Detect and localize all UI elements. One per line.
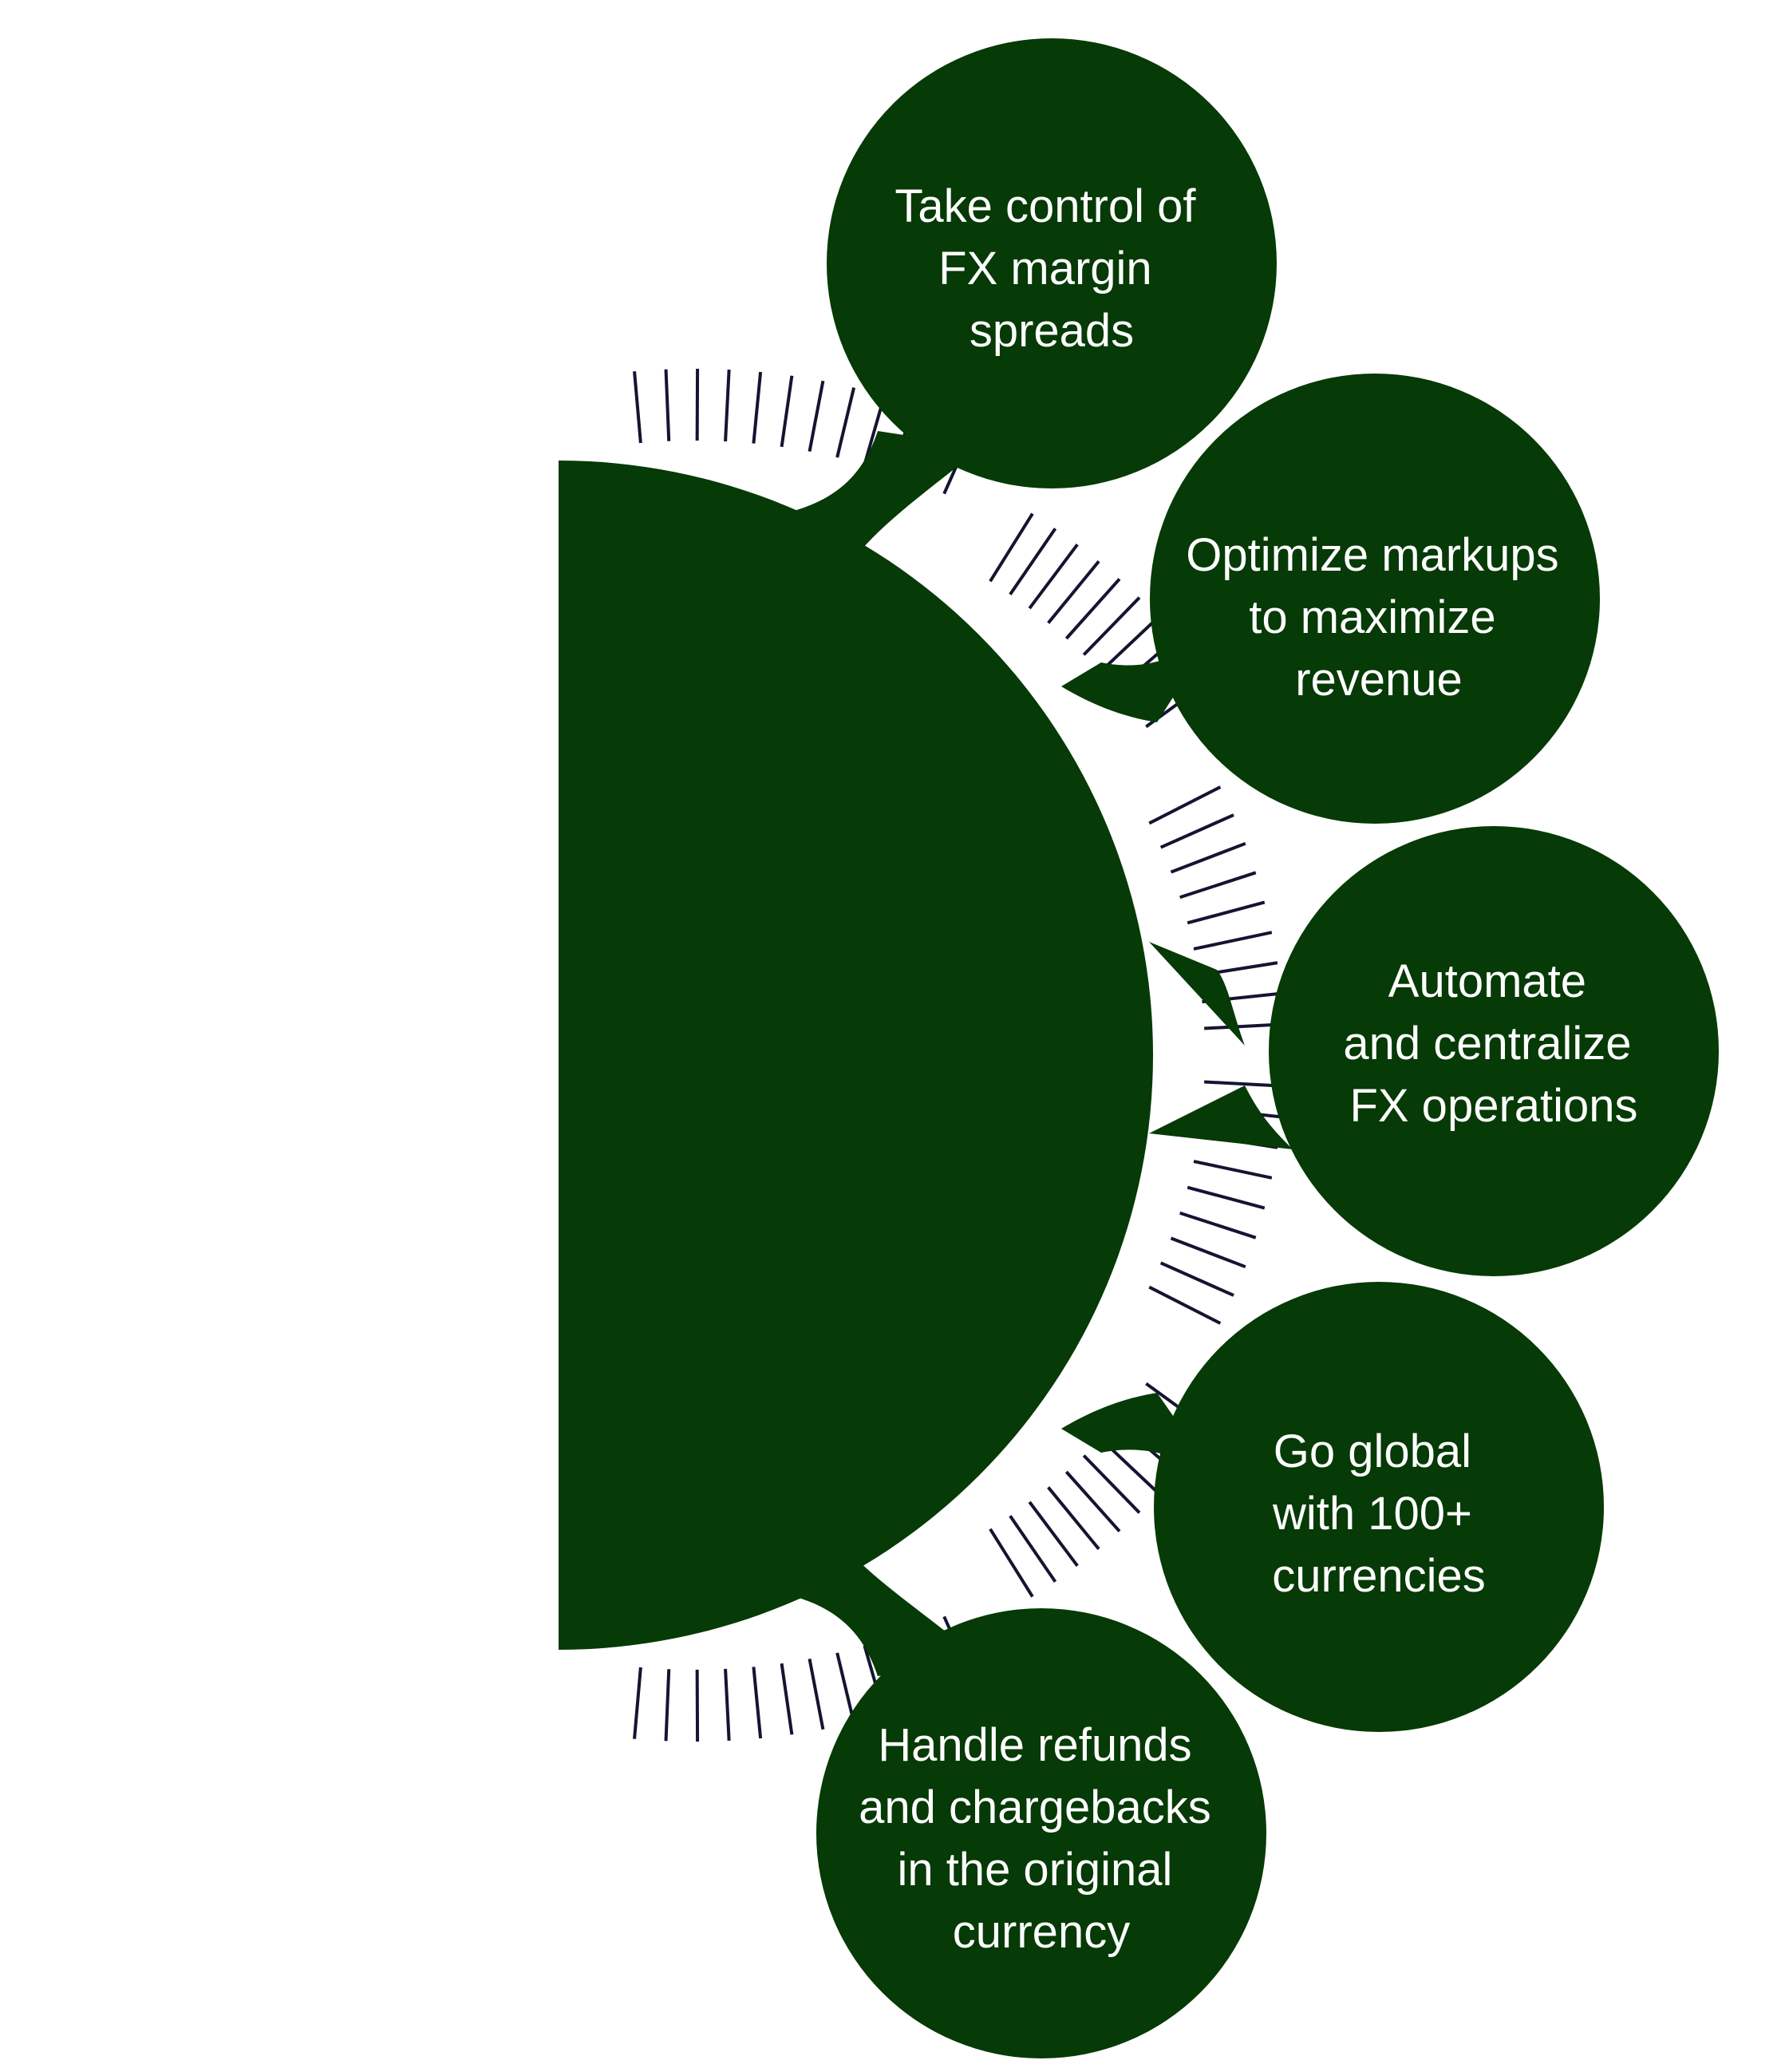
hatch-mark	[1028, 543, 1079, 610]
hatch-mark	[1148, 785, 1222, 825]
green-shapes	[559, 38, 1719, 2058]
hatch-mark	[1028, 1501, 1079, 1568]
hatch-mark	[1179, 871, 1257, 900]
hatch-mark	[752, 1667, 763, 1739]
central-hub	[559, 461, 1153, 1650]
bubble-labels: Take control of FX margin spreads Optimi…	[859, 180, 1644, 1958]
connector-fx-margin	[750, 431, 981, 559]
hatch-mark	[1159, 813, 1234, 849]
hatch-mark	[724, 1668, 731, 1741]
hatch-mark	[1099, 615, 1160, 674]
bubble-global	[1154, 1282, 1604, 1732]
label-automate: Automate and centralize FX operations	[1343, 955, 1644, 1132]
hatch-mark	[1187, 900, 1266, 925]
hatch-mark	[1170, 1236, 1246, 1269]
label-refunds: Handle refunds and chargebacks in the or…	[859, 1719, 1224, 1958]
hatch-mark	[989, 512, 1034, 583]
hatch-mark	[1187, 1185, 1266, 1210]
hatch-mark	[1082, 1454, 1141, 1514]
connector-automate-lower	[1149, 1085, 1293, 1149]
connector-automate	[1149, 942, 1245, 1046]
label-global: Go global with 100+ currencies	[1272, 1425, 1486, 1602]
hatch-mark	[1159, 1261, 1234, 1297]
hatch-mark	[989, 1528, 1034, 1598]
hatch-mark	[1193, 931, 1273, 951]
connector-global	[1061, 1393, 1221, 1485]
hatch-mark	[1009, 1515, 1057, 1583]
hatch-mark	[664, 369, 671, 441]
hatch-mark	[664, 1669, 671, 1742]
hatch-marks	[633, 369, 1285, 1742]
hatch-mark	[1179, 1211, 1257, 1240]
hatch-mark	[808, 1658, 825, 1730]
bubble-refunds	[816, 1608, 1266, 2058]
connector-markups	[1061, 623, 1221, 722]
hatch-mark	[835, 387, 856, 458]
hatch-mark	[780, 375, 794, 448]
hatch-mark	[780, 1663, 794, 1735]
bubble-fx-margin	[827, 38, 1277, 488]
hatch-mark	[1082, 596, 1141, 656]
label-markups: Optimize markups to maximize revenue	[1186, 529, 1571, 706]
hatch-mark	[724, 370, 731, 442]
hatch-mark	[752, 371, 763, 444]
label-fx-margin: Take control of FX margin spreads	[894, 180, 1208, 357]
hatch-mark	[1064, 1470, 1121, 1532]
hatch-mark	[1148, 1285, 1222, 1325]
bubble-automate	[1269, 826, 1719, 1276]
hatch-mark	[1009, 528, 1057, 595]
hatch-mark	[1047, 560, 1100, 624]
hatch-mark	[633, 1667, 642, 1739]
hatch-mark	[1047, 1486, 1100, 1551]
hatch-mark	[808, 380, 825, 453]
bubble-markups	[1150, 374, 1600, 824]
hatch-mark	[1204, 1080, 1285, 1088]
hatch-mark	[633, 371, 642, 444]
hatch-mark	[1170, 841, 1246, 874]
hatch-mark	[1193, 1160, 1273, 1180]
hatch-mark	[1064, 578, 1121, 640]
hatch-mark	[835, 1652, 856, 1723]
